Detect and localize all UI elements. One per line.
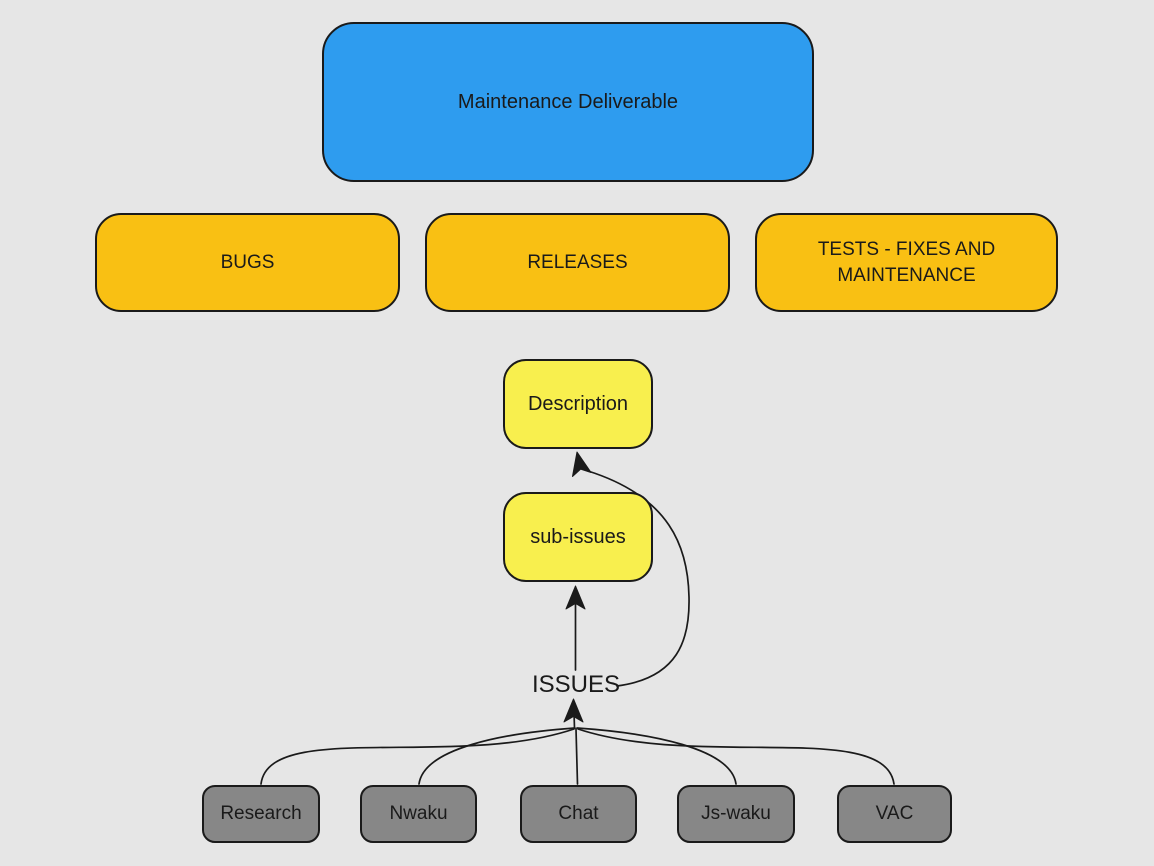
edge-chat-to-issues xyxy=(575,728,579,785)
node-bugs[interactable]: BUGS xyxy=(95,213,400,312)
edge-jswaku-to-issues xyxy=(576,727,737,785)
arrowhead-into-description xyxy=(571,451,592,477)
node-sub-issues-label: sub-issues xyxy=(530,525,626,548)
node-vac[interactable]: VAC xyxy=(837,785,952,843)
node-description[interactable]: Description xyxy=(503,359,653,449)
node-tests-fixes-maintenance-label: TESTS - FIXES AND MAINTENANCE xyxy=(817,238,996,286)
node-releases[interactable]: RELEASES xyxy=(425,213,730,312)
edge-nwaku-to-issues xyxy=(418,727,576,785)
node-nwaku[interactable]: Nwaku xyxy=(360,785,477,843)
node-research[interactable]: Research xyxy=(202,785,320,843)
edge-issues-arrow-shaft xyxy=(573,712,576,729)
node-sub-issues[interactable]: sub-issues xyxy=(503,492,653,582)
node-description-label: Description xyxy=(527,392,629,415)
node-releases-label: RELEASES xyxy=(527,251,628,273)
issues-text-label[interactable]: ISSUES xyxy=(531,671,621,698)
edge-vac-to-issues xyxy=(577,728,895,785)
node-vac-label: VAC xyxy=(875,803,914,825)
node-nwaku-label: Nwaku xyxy=(389,803,448,825)
node-chat-label: Chat xyxy=(558,803,599,825)
edge-research-to-issues xyxy=(260,728,575,785)
node-research-label: Research xyxy=(220,803,302,825)
arrowhead-into-issues xyxy=(563,698,584,723)
node-chat[interactable]: Chat xyxy=(520,785,637,843)
node-maintenance-deliverable-label: Maintenance Deliverable xyxy=(457,90,679,113)
node-bugs-label: BUGS xyxy=(220,251,275,273)
node-js-waku-label: Js-waku xyxy=(701,803,771,825)
node-maintenance-deliverable[interactable]: Maintenance Deliverable xyxy=(322,22,814,182)
node-tests-fixes-maintenance[interactable]: TESTS - FIXES AND MAINTENANCE xyxy=(755,213,1058,312)
arrowhead-into-subissues xyxy=(565,585,586,610)
node-js-waku[interactable]: Js-waku xyxy=(677,785,795,843)
